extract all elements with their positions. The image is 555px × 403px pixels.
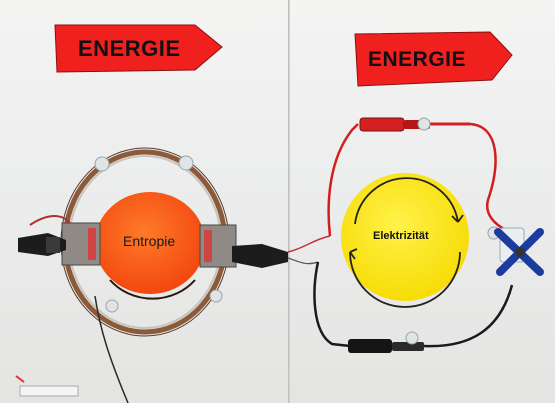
energie-arrow-sign-right (354, 31, 513, 87)
black-cable (313, 261, 351, 348)
energie-label-right: ENERGIE (368, 48, 467, 71)
red-cable (327, 123, 359, 237)
elektrizitaet-label: Elektrizität (373, 230, 429, 242)
crocodile-clip-right (232, 244, 288, 268)
circulation-arrow-top (354, 177, 459, 225)
entropie-label: Entropie (123, 233, 176, 249)
suction-cup-icon (94, 155, 223, 313)
propeller-motor-icon (494, 227, 544, 276)
board-divider (288, 0, 290, 403)
entropie-disc (95, 192, 205, 294)
energie-arrow-sign-left (54, 24, 223, 73)
elektrizitaet-disc (341, 173, 469, 301)
circulation-arrow-bottom (349, 251, 461, 308)
energie-label-left: ENERGIE (78, 36, 181, 61)
